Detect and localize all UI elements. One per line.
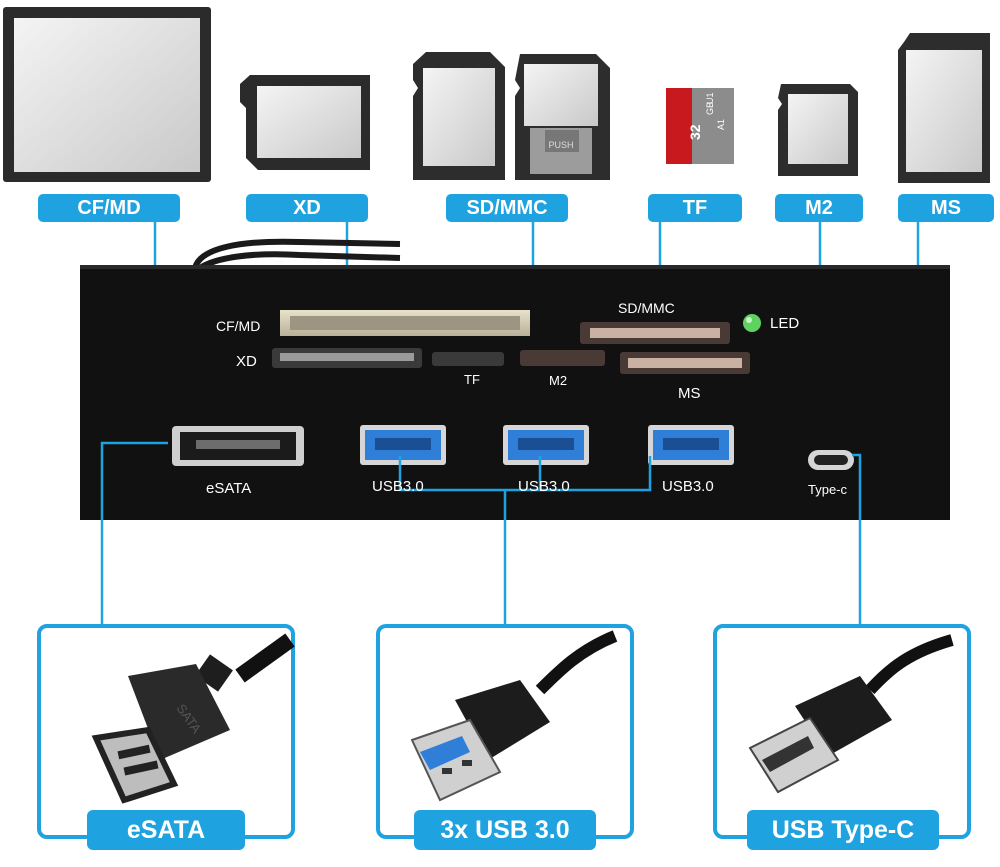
label-esata-cable: eSATA (87, 810, 245, 850)
typec-port (808, 450, 854, 470)
led-indicator (743, 314, 761, 332)
sd-mmc-slot (580, 322, 730, 344)
panel-label-typec: Type-c (808, 482, 848, 497)
panel-label-tf: TF (464, 372, 480, 387)
tf-grade: A1 (716, 119, 726, 130)
panel-label-sd-mmc: SD/MMC (618, 300, 675, 316)
ms-card-icon (898, 33, 990, 183)
panel-label-led: LED (770, 315, 800, 332)
label-cf-md: CF/MD (38, 194, 180, 222)
panel-label-xd: XD (236, 353, 257, 370)
cf-card-icon (3, 7, 211, 182)
usb-port-2 (503, 425, 589, 465)
panel-label-usb-3: USB3.0 (662, 478, 714, 495)
usb-port-3 (648, 425, 734, 465)
usb-cable-box (376, 624, 634, 839)
push-card-icon: PUSH (515, 54, 610, 180)
label-ms: MS (898, 194, 994, 222)
push-print: PUSH (548, 140, 573, 150)
panel-cable (192, 238, 401, 270)
typec-cable-box (713, 624, 971, 839)
m2-slot (520, 350, 605, 366)
m2-card-icon (778, 84, 858, 176)
label-typec-cable: USB Type-C (747, 810, 939, 850)
label-usb-cable: 3x USB 3.0 (414, 810, 596, 850)
tf-class: U1 (705, 92, 715, 104)
label-tf: TF (648, 194, 742, 222)
label-xd: XD (246, 194, 368, 222)
esata-port (172, 426, 304, 466)
tf-slot (432, 352, 504, 366)
tf-capacity: 32 (687, 124, 703, 140)
panel-label-usb-2: USB3.0 (518, 478, 570, 495)
panel-label-cf-md: CF/MD (216, 318, 261, 334)
panel-label-m2: M2 (549, 373, 568, 388)
label-sd-mmc: SD/MMC (446, 194, 568, 222)
panel-label-esata: eSATA (206, 480, 252, 497)
tf-unit: GB (705, 102, 715, 115)
xd-card-icon (240, 75, 370, 170)
panel-label-usb-1: USB3.0 (372, 478, 424, 495)
esata-cable-box (37, 624, 295, 839)
panel-label-ms: MS (678, 385, 701, 402)
front-panel (80, 265, 950, 520)
bottom-connector-lines (100, 441, 862, 628)
tf-card-icon: 32 GB U1 A1 (666, 88, 734, 164)
sd-card-icon (413, 52, 505, 180)
cf-slot (280, 310, 530, 336)
usb-port-1 (360, 425, 446, 465)
label-m2: M2 (775, 194, 863, 222)
